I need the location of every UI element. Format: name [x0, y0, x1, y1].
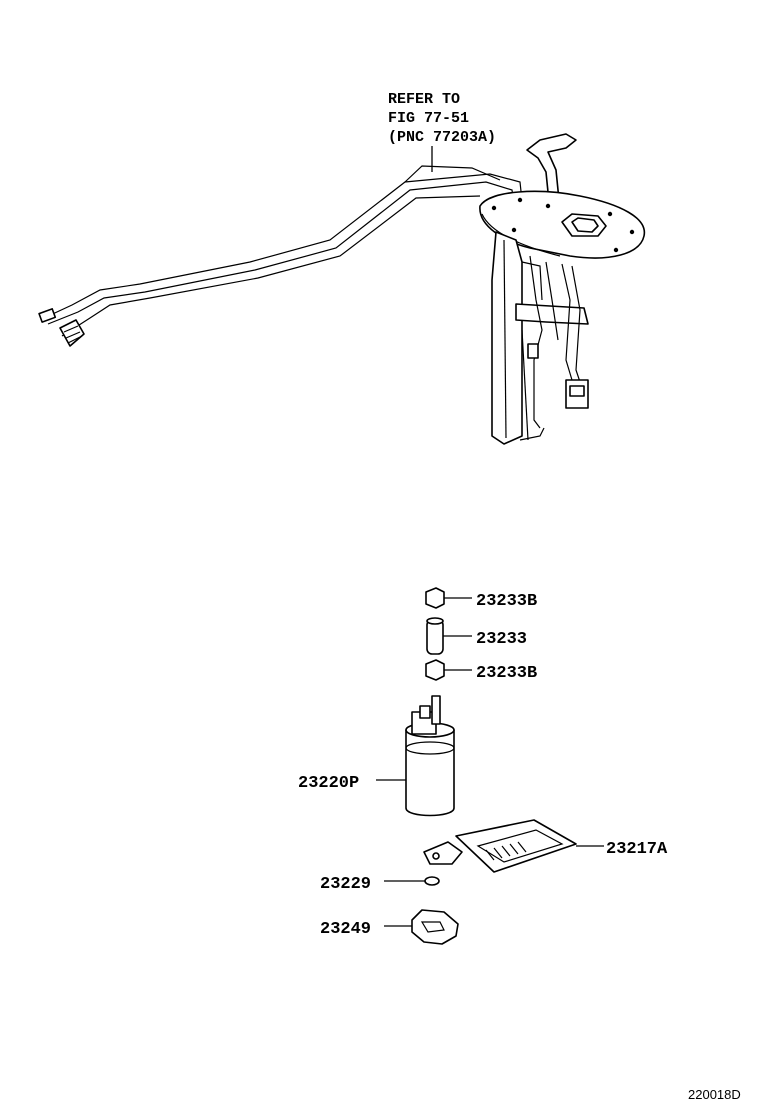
hose-icon	[426, 619, 444, 655]
connector-ridges	[63, 325, 83, 344]
holder-opening	[420, 921, 445, 933]
part-label: 23229	[320, 875, 371, 894]
filter-hole	[432, 852, 440, 860]
fuel-sender-assembly	[38, 133, 646, 445]
flange-bolt	[607, 211, 613, 217]
flange-bolt	[491, 205, 497, 211]
wire-harness-1	[529, 255, 543, 429]
connector-latch	[569, 385, 585, 397]
bracket-edge	[503, 239, 507, 439]
part-23233B-top[interactable]: 23233B	[425, 587, 537, 611]
clip-icon	[424, 876, 440, 886]
rubber-cushion-icon	[425, 659, 445, 681]
part-label: 23233B	[476, 592, 537, 611]
part-label: 23233B	[476, 664, 537, 683]
wire-harness-2	[545, 261, 559, 341]
flange-bolt	[613, 247, 619, 253]
flange-bolt	[517, 197, 523, 203]
tube-end-upper	[38, 308, 57, 323]
fuel-tube-bend	[404, 165, 501, 183]
part-23217A[interactable]: 23217A	[423, 819, 668, 873]
part-23229[interactable]: 23229	[320, 875, 440, 894]
part-label: 23249	[320, 920, 371, 939]
fuel-tube-lower	[61, 195, 481, 337]
filter-tab	[423, 841, 463, 865]
pump-holder-icon	[411, 909, 459, 945]
part-label: 23220P	[298, 774, 359, 793]
part-23233B-bottom[interactable]: 23233B	[425, 659, 537, 683]
fuel-pump-icon	[405, 729, 455, 817]
reference-line-1: REFER TO	[388, 91, 460, 108]
part-label: 23233	[476, 630, 527, 649]
wire-harness-3	[561, 263, 573, 381]
bracket-side	[521, 261, 543, 301]
hose-top	[426, 617, 444, 625]
bracket-clip	[515, 303, 589, 325]
reference-line-2: FIG 77-51	[388, 110, 469, 127]
part-label: 23217A	[606, 840, 668, 859]
flange-hex-inner	[571, 217, 599, 233]
bracket-bottom	[519, 427, 545, 441]
fuel-tube-outer	[43, 173, 524, 319]
outlet-pipe	[526, 133, 577, 213]
wire-clip	[527, 343, 539, 359]
rubber-cushion-icon	[425, 587, 445, 609]
part-23220P[interactable]: 23220P	[298, 695, 455, 817]
pump-terminal	[419, 705, 431, 719]
part-23233[interactable]: 23233	[426, 617, 527, 655]
flange-bolt	[511, 227, 517, 233]
fuel-tube-inner	[47, 181, 516, 325]
part-23249[interactable]: 23249	[320, 909, 459, 945]
reference-line-3: (PNC 77203A)	[388, 129, 496, 146]
fuel-filter-icon	[455, 819, 577, 873]
pump-outlet	[431, 695, 441, 725]
filter-mesh	[476, 829, 564, 863]
pump-bracket	[491, 231, 523, 445]
filter-ribs	[485, 841, 527, 861]
bracket-inner	[521, 329, 529, 441]
figure-code: 220018D	[688, 1087, 741, 1102]
pump-ring	[405, 741, 455, 755]
flange-bolt	[545, 203, 551, 209]
flange-bolt	[629, 229, 635, 235]
wire-harness-4	[571, 265, 581, 383]
